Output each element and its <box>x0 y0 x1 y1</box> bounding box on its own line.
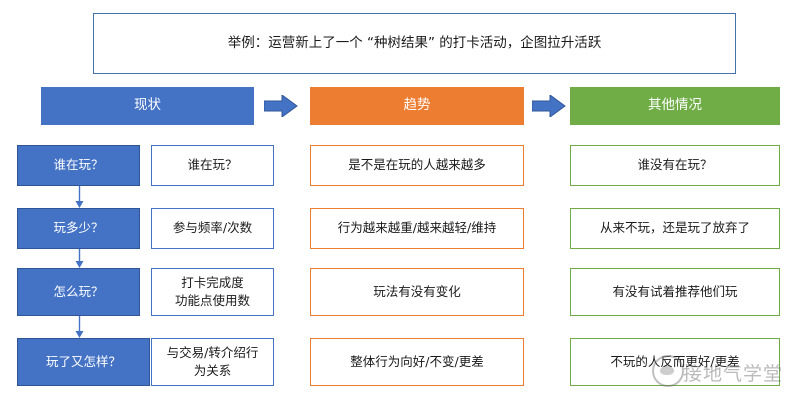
other-cell-4-text: 不玩的人反而更好/更差 <box>610 353 740 369</box>
question-chip-2-label: 玩多少？ <box>53 220 104 236</box>
title-banner: 举例：运营新上了一个 “种树结果” 的打卡活动，企图拉升活跃 <box>93 13 736 74</box>
question-chip-3[interactable]: 怎么玩？ <box>17 268 140 316</box>
now-cell-4-text-line1: 与交易/转介绍行 <box>166 344 259 360</box>
question-chip-1[interactable]: 谁在玩？ <box>17 145 140 186</box>
down-connector-arrow-icon-1 <box>74 186 85 209</box>
question-chip-1-label: 谁在玩？ <box>53 157 104 173</box>
now-cell-4: 与交易/转介绍行 为关系 <box>151 338 274 386</box>
right-block-arrow-icon-2 <box>532 95 566 117</box>
trend-cell-2-text: 行为越来越重/越来越轻/维持 <box>337 220 497 236</box>
trend-cell-2: 行为越来越重/越来越轻/维持 <box>310 208 524 249</box>
trend-cell-1: 是不是在玩的人越来越多 <box>310 145 524 186</box>
question-chip-3-label: 怎么玩？ <box>53 283 104 299</box>
question-chip-4[interactable]: 玩了又怎样？ <box>17 338 150 386</box>
header-chip-trend-label: 趋势 <box>403 97 431 114</box>
now-cell-3: 打卡完成度 功能点使用数 <box>151 268 274 316</box>
trend-cell-4: 整体行为向好/不变/更差 <box>310 338 524 386</box>
down-connector-arrow-icon-2 <box>74 249 85 269</box>
down-connector-arrow-icon-3 <box>74 316 85 339</box>
right-block-arrow-icon-1 <box>264 95 298 117</box>
trend-cell-3: 玩法有没有变化 <box>310 268 524 316</box>
other-cell-2: 从来不玩，还是玩了放弃了 <box>570 208 780 249</box>
now-cell-3-text-line2: 功能点使用数 <box>174 293 250 308</box>
other-cell-3-text: 有没有试着推荐他们玩 <box>612 283 738 299</box>
header-chip-other[interactable]: 其他情况 <box>570 87 780 125</box>
question-chip-4-label: 玩了又怎样？ <box>45 353 121 369</box>
header-chip-other-label: 其他情况 <box>648 97 702 114</box>
now-cell-1: 谁在玩？ <box>151 145 274 186</box>
now-cell-1-text: 谁在玩？ <box>187 157 238 173</box>
trend-cell-1-text: 是不是在玩的人越来越多 <box>348 157 486 173</box>
header-chip-now-label: 现状 <box>134 97 161 114</box>
other-cell-1-text: 谁没有在玩？ <box>637 157 713 173</box>
other-cell-4: 不玩的人反而更好/更差 <box>570 338 780 386</box>
now-cell-3-text-line1: 打卡完成度 <box>181 274 244 290</box>
now-cell-2: 参与频率/次数 <box>151 208 274 249</box>
header-chip-trend[interactable]: 趋势 <box>310 87 524 125</box>
other-cell-3: 有没有试着推荐他们玩 <box>570 268 780 316</box>
header-chip-now[interactable]: 现状 <box>41 87 254 125</box>
trend-cell-3-text: 玩法有没有变化 <box>373 283 461 299</box>
trend-cell-4-text: 整体行为向好/不变/更差 <box>350 353 484 369</box>
question-chip-2[interactable]: 玩多少？ <box>17 208 140 249</box>
title-banner-text: 举例：运营新上了一个 “种树结果” 的打卡活动，企图拉升活跃 <box>227 34 602 51</box>
other-cell-2-text: 从来不玩，还是玩了放弃了 <box>599 220 750 236</box>
other-cell-1: 谁没有在玩？ <box>570 145 780 186</box>
now-cell-4-text-line2: 为关系 <box>193 363 232 378</box>
now-cell-2-text: 参与频率/次数 <box>172 220 253 236</box>
